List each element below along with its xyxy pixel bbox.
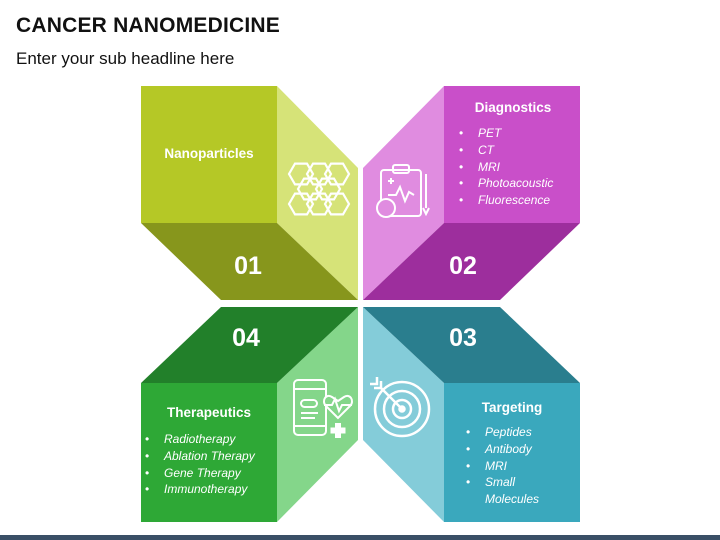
page-title: CANCER NANOMEDICINE <box>16 14 280 37</box>
list-item: CT <box>456 142 580 159</box>
list-item: Fluorescence <box>456 192 580 209</box>
list-item: Small Molecules <box>463 474 563 508</box>
panel-04-list: Radiotherapy Ablation Therapy Gene Thera… <box>142 431 277 498</box>
footer-bar <box>0 535 720 540</box>
panel-03-list: Peptides Antibody MRI Small Molecules <box>463 424 563 508</box>
panel-nanoparticles <box>141 86 358 300</box>
panel-01-number: 01 <box>234 252 262 280</box>
list-item: PET <box>456 125 580 142</box>
panel-02-content: Diagnostics PET CT MRI Photoacoustic Flu… <box>446 100 580 209</box>
list-item: Radiotherapy <box>142 431 277 448</box>
panel-01-title: Nanoparticles <box>164 146 254 161</box>
panel-03-content: Targeting Peptides Antibody MRI Small Mo… <box>444 400 580 508</box>
panel-04-side <box>277 307 358 522</box>
target-arrow-icon <box>370 377 431 438</box>
panel-01-content: Nanoparticles <box>141 146 277 161</box>
panel-02-number: 02 <box>449 252 477 280</box>
panel-03-title: Targeting <box>481 400 543 415</box>
panel-04-content: Therapeutics Radiotherapy Ablation Thera… <box>141 405 277 498</box>
panel-02-title: Diagnostics <box>474 100 552 115</box>
list-item: Photoacoustic <box>456 175 580 192</box>
panel-03-top <box>363 307 580 383</box>
clipboard-diagnosis-icon <box>376 164 430 218</box>
list-item: Antibody <box>463 441 563 458</box>
panel-03-side <box>363 307 444 522</box>
list-item: Immunotherapy <box>142 481 277 498</box>
panel-04-top <box>141 307 358 383</box>
panel-01-bottom <box>141 223 358 300</box>
list-item: Gene Therapy <box>142 465 277 482</box>
list-item: Peptides <box>463 424 563 441</box>
panel-03-number: 03 <box>449 324 477 352</box>
panel-04-title: Therapeutics <box>166 405 252 420</box>
mobile-health-icon <box>293 379 354 438</box>
panel-02-side <box>363 86 444 300</box>
panel-02-bottom <box>363 223 580 300</box>
list-item: MRI <box>463 458 563 475</box>
page-subtitle: Enter your sub headline here <box>16 49 235 68</box>
panel-01-front <box>141 86 277 223</box>
list-item: Ablation Therapy <box>142 448 277 465</box>
nanoparticle-hexagon-icon <box>287 162 351 216</box>
panel-04-number: 04 <box>232 324 260 352</box>
list-item: MRI <box>456 159 580 176</box>
panel-02-list: PET CT MRI Photoacoustic Fluorescence <box>456 125 580 209</box>
